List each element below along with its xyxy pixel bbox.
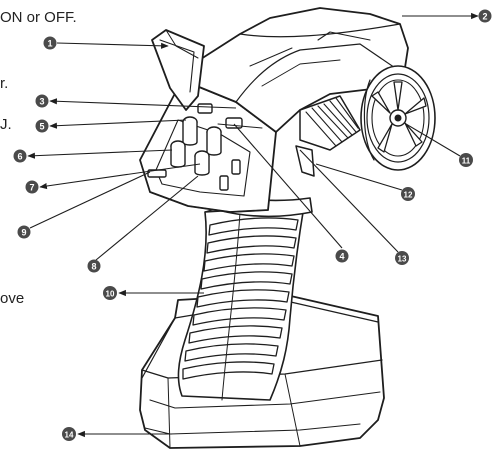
callout-5: 5 [35,119,49,133]
svg-text:2: 2 [482,12,487,22]
callout-14: 14 [62,427,76,441]
throttle-trigger [295,145,315,177]
leader-7 [39,163,201,190]
leader-5 [49,119,187,129]
leader-4 [233,123,343,249]
leader-3 [49,98,237,109]
leader-9 [29,171,151,229]
leader-1 [56,42,169,49]
svg-text:3: 3 [39,97,44,107]
text-fragment-2: r. [0,75,9,92]
callout-4: 4 [335,249,349,263]
neck-ribs [299,95,361,151]
callout-7: 7 [25,180,39,194]
leader-6 [27,149,173,159]
callout-8: 8 [87,259,101,273]
callout-6: 6 [13,149,27,163]
callout-10: 10 [103,286,117,300]
leader-8 [95,175,199,261]
panel-line [217,123,263,129]
svg-text:4: 4 [339,252,344,262]
callout-9: 9 [17,225,31,239]
callout-3: 3 [35,94,49,108]
text-fragment-3: J. [0,116,12,133]
callout-12: 12 [401,187,415,201]
leader-13 [299,149,399,253]
svg-text:10: 10 [106,290,115,299]
svg-text:8: 8 [91,262,96,272]
steering-wheel [360,65,436,171]
svg-text:12: 12 [404,191,413,200]
callout-badges: 1 2 3 4 5 6 7 8 9 10 11 12 13 14 [13,9,492,441]
svg-text:6: 6 [17,152,22,162]
panel-controls [147,103,243,191]
callout-1: 1 [43,36,57,50]
leader-11 [405,123,461,157]
grip-ribs [182,217,299,380]
svg-text:14: 14 [65,431,74,440]
grip-seam [221,211,241,401]
svg-text:13: 13 [398,255,407,264]
callout-13: 13 [395,251,409,265]
leader-lines [27,12,479,438]
svg-text:9: 9 [21,228,26,238]
callout-2: 2 [478,9,492,23]
text-fragment-4: ove [0,290,25,307]
leader-12 [315,163,403,191]
svg-text:1: 1 [47,39,52,49]
text-fragment-1: ON or OFF. [0,9,77,26]
display-flap [151,29,205,111]
svg-text:11: 11 [462,157,471,166]
svg-text:7: 7 [29,183,34,193]
svg-text:5: 5 [39,122,44,132]
upper-housing [181,7,409,133]
callout-11: 11 [459,153,473,167]
